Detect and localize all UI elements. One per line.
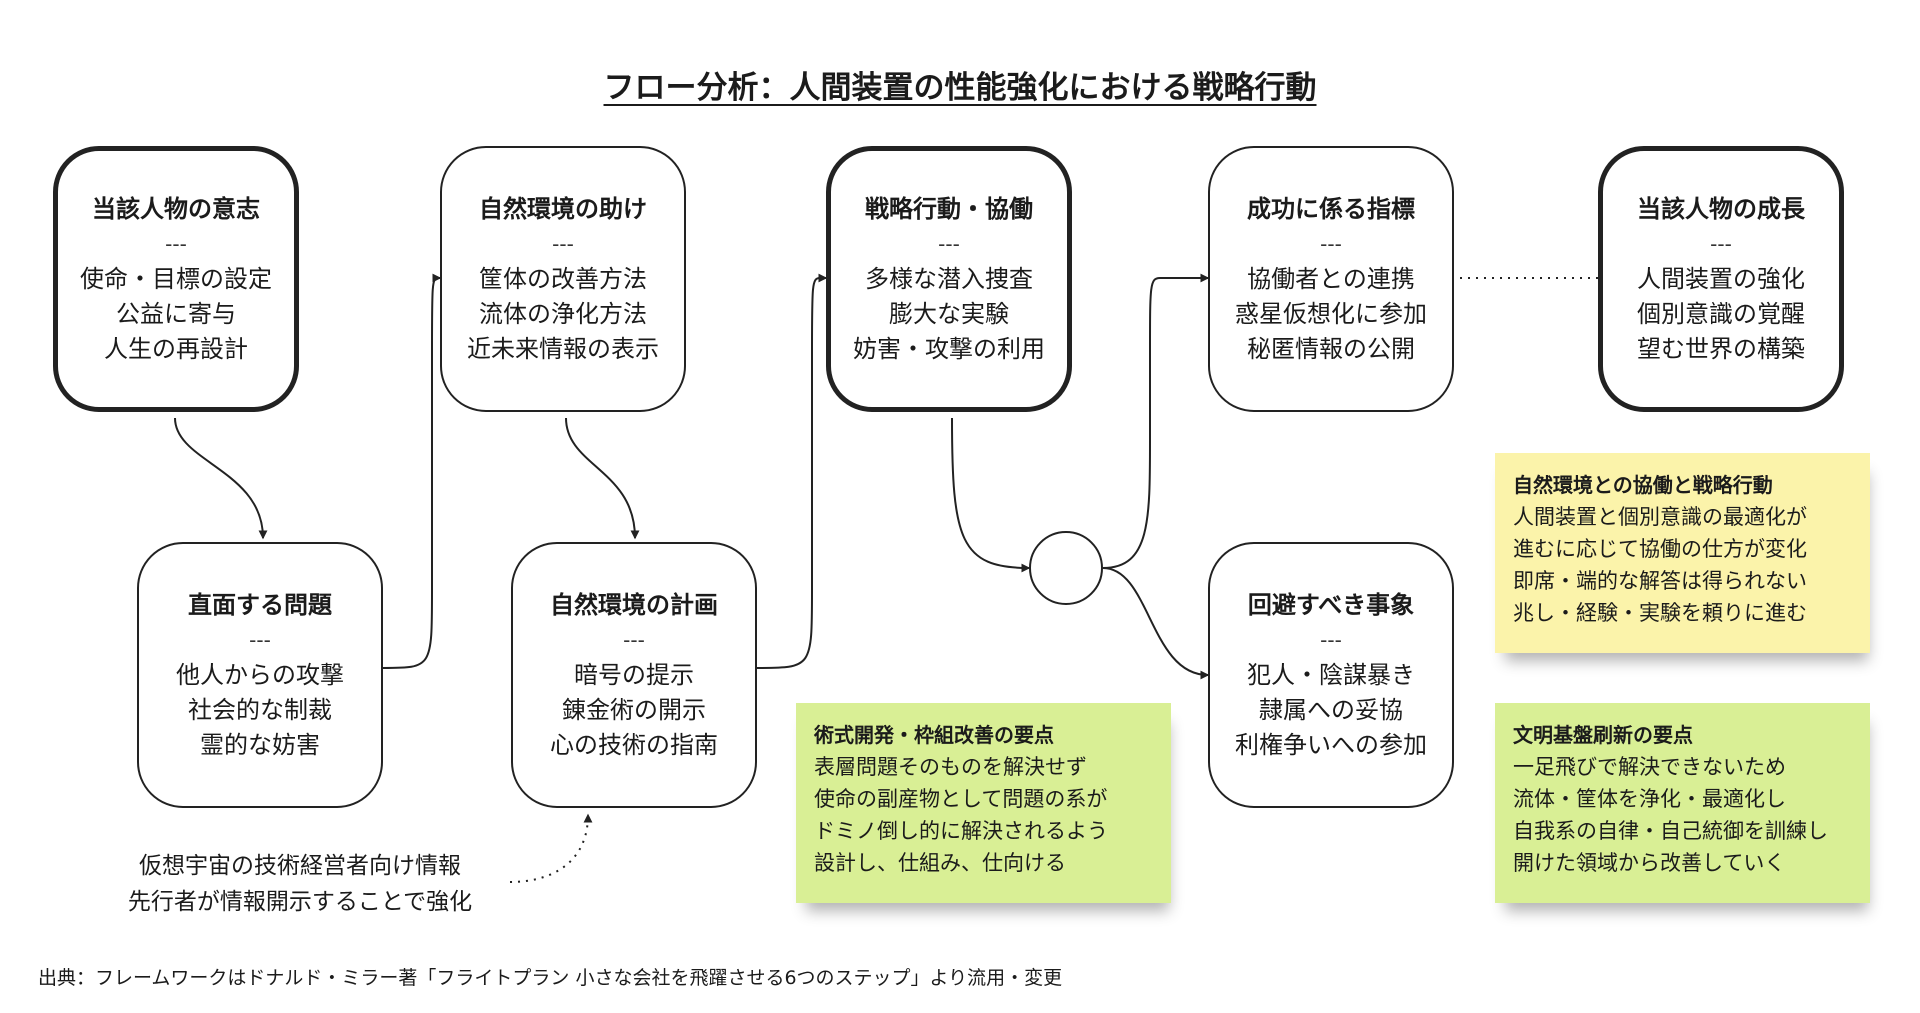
node-problem: 直面する問題 --- 他人からの攻撃 社会的な制裁 霊的な妨害 [137,542,383,808]
node-problem-item: 社会的な制裁 [188,695,332,724]
node-action-item: 膨大な実験 [889,299,1009,328]
node-growth-item: 個別意識の覚醒 [1637,299,1805,328]
annotation-line: 仮想宇宙の技術経営者向け情報 [139,853,461,879]
node-help-separator: --- [552,231,574,256]
sticky-note-bunmei-line: 開けた領域から改善していく [1513,851,1786,875]
diagram-title: フロー分析：人間装置の性能強化における戦略行動 [0,62,1920,107]
sticky-note-jutsu-line: 設計し、仕組み、仕向ける [814,851,1066,875]
arrow-junction-to-success [1102,273,1210,569]
sticky-note-bunmei-title: 文明基盤刷新の要点 [1513,723,1693,747]
node-help-title: 自然環境の助け [479,194,647,223]
node-avoid: 回避すべき事象 --- 犯人・陰謀暴き 隷属への妥協 利権争いへの参加 [1208,542,1454,808]
node-plan-item: 暗号の提示 [574,660,694,689]
node-success-item: 協働者との連携 [1247,264,1415,293]
node-success-separator: --- [1320,231,1342,256]
node-success: 成功に係る指標 --- 協働者との連携 惑星仮想化に参加 秘匿情報の公開 [1208,146,1454,412]
node-will: 当該人物の意志 --- 使命・目標の設定 公益に寄与 人生の再設計 [53,146,299,412]
arrow-will-to-problem [174,417,268,540]
node-plan-separator: --- [623,627,645,652]
sticky-note-jutsu: 術式開発・枠組改善の要点 表層問題そのものを解決せず 使命の副産物として問題の系… [796,703,1171,903]
arrow-help-to-plan [565,417,640,540]
node-problem-item: 他人からの攻撃 [176,660,344,689]
node-action-item: 多様な潜入捜査 [865,264,1033,293]
dotted-arrow-annotation-to-plan [509,813,593,883]
node-avoid-separator: --- [1320,627,1342,652]
node-will-title: 当該人物の意志 [92,194,260,223]
node-will-item: 公益に寄与 [116,299,236,328]
node-problem-title: 直面する問題 [188,590,332,619]
node-growth: 当該人物の成長 --- 人間装置の強化 個別意識の覚醒 望む世界の構築 [1598,146,1844,412]
node-help-item: 筐体の改善方法 [479,264,647,293]
node-help: 自然環境の助け --- 筐体の改善方法 流体の浄化方法 近未来情報の表示 [440,146,686,412]
node-plan-item: 錬金術の開示 [562,695,706,724]
node-growth-title: 当該人物の成長 [1637,194,1805,223]
diagram-title-text: フロー分析：人間装置の性能強化における戦略行動 [603,70,1317,106]
sticky-note-bunmei-line: 自我系の自律・自己統御を訓練し [1513,819,1828,843]
node-will-item: 人生の再設計 [104,334,248,363]
node-avoid-item: 利権争いへの参加 [1235,730,1427,759]
sticky-note-bunmei-line: 一足飛びで解決できないため [1513,755,1786,779]
node-action-title: 戦略行動・協働 [865,194,1033,223]
node-growth-item: 望む世界の構築 [1637,334,1805,363]
sticky-note-kyodo-line: 人間装置と個別意識の最適化が [1513,505,1807,529]
source-citation: 出典：フレームワークはドナルド・ミラー著「フライトプラン 小さな会社を飛躍させる… [38,967,1063,989]
sticky-note-kyodo-title: 自然環境との協働と戦略行動 [1513,473,1773,497]
node-will-separator: --- [165,231,187,256]
node-growth-item: 人間装置の強化 [1637,264,1805,293]
node-action-item: 妨害・攻撃の利用 [853,334,1045,363]
sticky-note-bunmei-line: 流体・筐体を浄化・最適化し [1513,787,1786,811]
node-plan: 自然環境の計画 --- 暗号の提示 錬金術の開示 心の技術の指南 [511,542,757,808]
sticky-note-bunmei: 文明基盤刷新の要点 一足飛びで解決できないため 流体・筐体を浄化・最適化し 自我… [1495,703,1870,903]
node-help-item: 流体の浄化方法 [479,299,647,328]
node-action-separator: --- [938,231,960,256]
arrow-junction-to-avoid [1102,567,1210,680]
sticky-note-kyodo: 自然環境との協働と戦略行動 人間装置と個別意識の最適化が 進むに応じて協働の仕方… [1495,453,1870,653]
node-problem-separator: --- [249,627,271,652]
node-will-item: 使命・目標の設定 [80,264,272,293]
node-success-item: 秘匿情報の公開 [1247,334,1415,363]
arrow-plan-to-action [756,273,828,669]
annotation-line: 先行者が情報開示することで強化 [127,889,473,915]
node-growth-separator: --- [1710,231,1732,256]
junction-circle [1029,531,1103,605]
node-avoid-item: 犯人・陰謀暴き [1247,660,1415,689]
node-action: 戦略行動・協働 --- 多様な潜入捜査 膨大な実験 妨害・攻撃の利用 [826,146,1072,412]
sticky-note-kyodo-line: 兆し・経験・実験を頼りに進む [1513,601,1807,625]
sticky-note-kyodo-line: 即席・端的な解答は得られない [1513,569,1807,593]
sticky-note-kyodo-line: 進むに応じて協働の仕方が変化 [1513,537,1807,561]
arrow-problem-to-help [382,273,442,669]
node-success-item: 惑星仮想化に参加 [1235,299,1427,328]
node-avoid-item: 隷属への妥協 [1259,695,1403,724]
node-avoid-title: 回避すべき事象 [1247,590,1415,619]
node-help-item: 近未来情報の表示 [467,334,659,363]
node-problem-item: 霊的な妨害 [200,730,320,759]
node-plan-item: 心の技術の指南 [550,730,718,759]
sticky-note-jutsu-title: 術式開発・枠組改善の要点 [814,723,1054,747]
node-plan-title: 自然環境の計画 [550,590,718,619]
sticky-note-jutsu-line: 表層問題そのものを解決せず [814,755,1087,779]
annotation-note: 仮想宇宙の技術経営者向け情報 先行者が情報開示することで強化 [90,848,510,920]
node-success-title: 成功に係る指標 [1247,194,1415,223]
sticky-note-jutsu-line: 使命の副産物として問題の系が [814,787,1108,811]
sticky-note-jutsu-line: ドミノ倒し的に解決されるよう [814,819,1108,843]
arrow-action-to-junction [951,417,1031,573]
